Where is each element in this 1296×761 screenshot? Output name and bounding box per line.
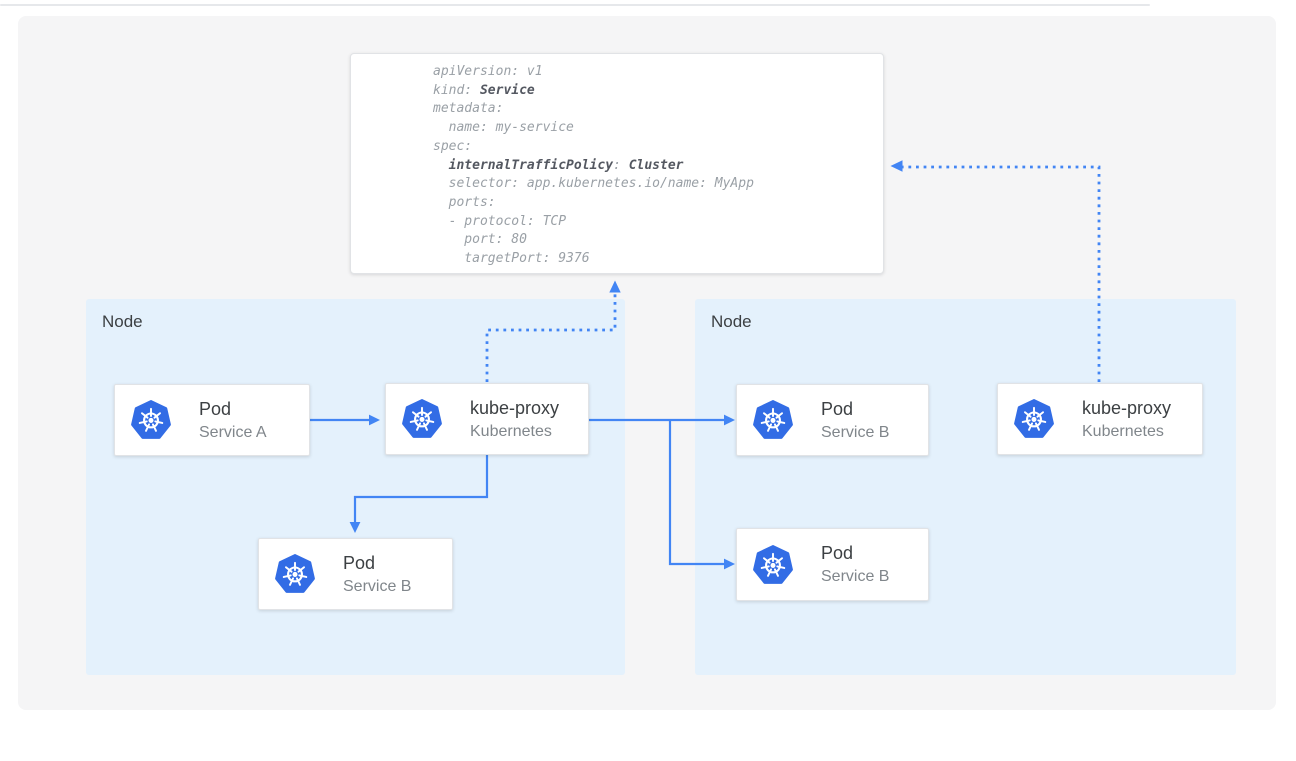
card-title: kube-proxy (1082, 397, 1172, 418)
node-left: Node (86, 299, 625, 675)
card-title: Pod (821, 398, 854, 419)
kubernetes-icon (1013, 398, 1055, 440)
node-right: Node (695, 299, 1236, 675)
card-title: Pod (199, 398, 232, 419)
yaml-line: - protocol: TCP (433, 213, 567, 229)
pod-card-service-b-bottom: Pod Service B (736, 528, 929, 601)
kubernetes-icon (274, 553, 316, 595)
card-subtitle: Service B (821, 423, 890, 441)
pod-card-service-b-top: Pod Service B (736, 384, 929, 456)
card-subtitle: Service B (821, 568, 890, 585)
kubernetes-icon (752, 399, 794, 441)
card-subtitle: Kubernetes (1082, 422, 1164, 440)
card-title: Pod (821, 543, 854, 563)
yaml-line: targetPort: 9376 (433, 251, 590, 267)
card-subtitle: Kubernetes (470, 422, 552, 440)
kube-proxy-card-right: kube-proxy Kubernetes (997, 383, 1203, 455)
card-subtitle: Service A (199, 423, 267, 441)
service-yaml-code: apiVersion: v1 kind: Service metadata: nam… (351, 54, 883, 269)
card-subtitle: Service B (343, 577, 412, 595)
service-yaml-card: apiVersion: v1 kind: Service metadata: nam… (350, 53, 884, 274)
yaml-line: spec: (433, 138, 473, 154)
kube-proxy-card-left: kube-proxy Kubernetes (385, 383, 589, 455)
yaml-line: name: my-service (433, 120, 574, 136)
pod-card-service-a: Pod Service A (114, 384, 310, 456)
yaml-line: apiVersion: v1 (433, 64, 543, 79)
yaml-line: metadata: (433, 101, 504, 117)
yaml-line: port: 80 (433, 232, 527, 248)
yaml-line: selector: app.kubernetes.io/name: MyApp (433, 176, 754, 192)
yaml-line: ports: (433, 194, 496, 210)
yaml-line: kind: Service (433, 82, 535, 98)
kubernetes-icon (130, 399, 172, 441)
node-right-label: Node (711, 312, 752, 331)
card-title: kube-proxy (470, 397, 560, 418)
node-left-label: Node (102, 312, 143, 331)
top-divider (0, 4, 1150, 6)
kubernetes-icon (752, 544, 794, 586)
page: apiVersion: v1 kind: Service metadata: nam… (0, 4, 1276, 710)
kubernetes-icon (401, 398, 443, 440)
card-title: Pod (343, 552, 376, 573)
pod-card-service-b-left: Pod Service B (258, 538, 453, 610)
yaml-line: internalTrafficPolicy: Cluster (448, 157, 684, 173)
diagram-panel: apiVersion: v1 kind: Service metadata: nam… (18, 16, 1276, 710)
